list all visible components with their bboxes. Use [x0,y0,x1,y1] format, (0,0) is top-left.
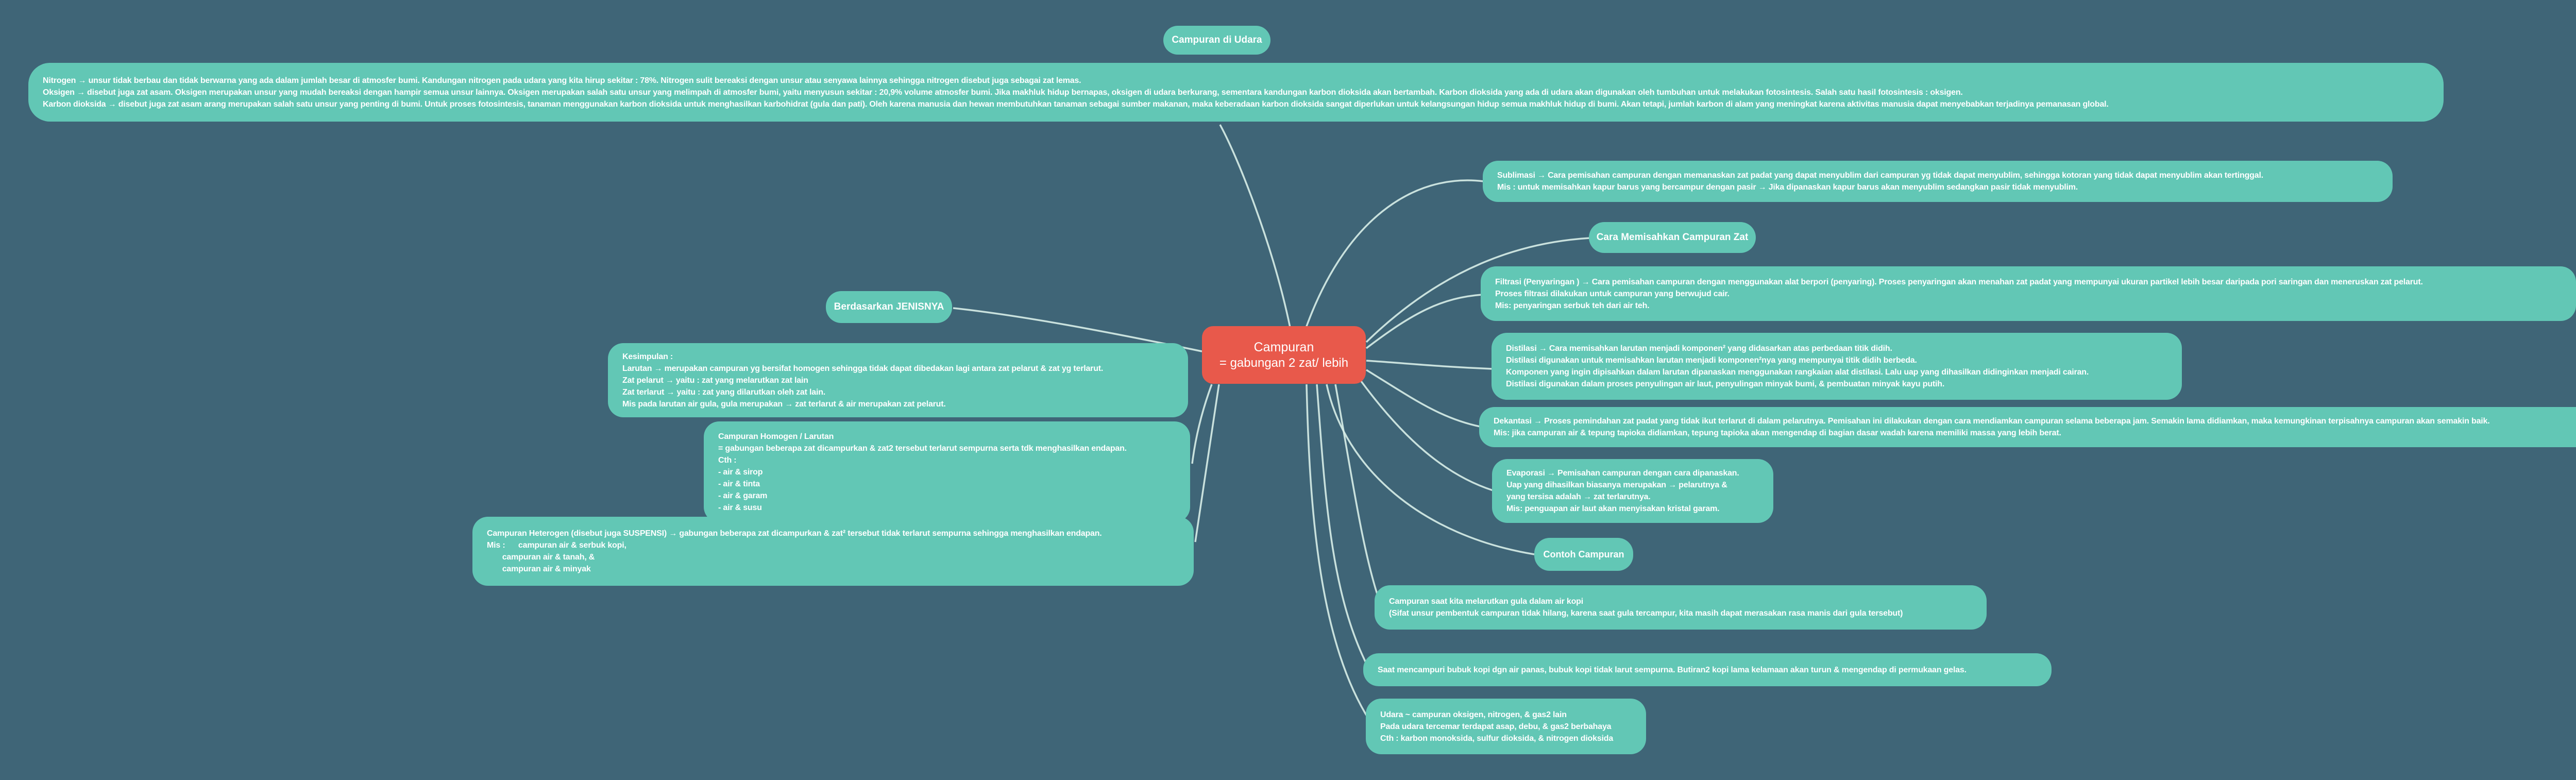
node-text: - air & tinta [718,479,760,488]
node-contoh-bubuk-kopi[interactable]: Saat mencampuri bubuk kopi dgn air panas… [1363,653,2052,686]
node-text: Mis : untuk memisahkan kapur barus yang … [1497,183,2078,192]
node-evaporasi[interactable]: Evaporasi → Pemisahan campuran dengan ca… [1492,459,1773,523]
node-text: Sublimasi → Cara pemisahan campuran deng… [1497,171,2263,180]
node-text: Mis : campuran air & serbuk kopi, [487,541,626,550]
node-text: Distilasi digunakan untuk memisahkan lar… [1506,356,1917,365]
node-text: Campuran saat kita melarutkan gula dalam… [1389,597,1583,606]
node-filtrasi[interactable]: Filtrasi (Penyaringan ) → Cara pemisahan… [1481,266,2576,321]
node-text: Distilasi → Cara memisahkan larutan menj… [1506,344,1892,353]
node-text: campuran air & tanah, & [487,553,595,562]
node-text: yang tersisa adalah → zat terlarutnya. [1506,493,1651,501]
node-text: - air & garam [718,491,768,500]
node-text: Nitrogen → unsur tidak berbau dan tidak … [43,76,1081,85]
branch-label-berdasarkan-jenisnya[interactable]: Berdasarkan JENISNYA [826,291,952,323]
node-text: Zat pelarut → yaitu : zat yang melarutka… [622,376,808,385]
node-contoh-gula-kopi[interactable]: Campuran saat kita melarutkan gula dalam… [1375,585,1987,630]
node-text: Filtrasi (Penyaringan ) → Cara pemisahan… [1495,277,2423,286]
node-text: Mis: penguapan air laut akan menyisakan … [1506,504,1720,513]
node-text: Saat mencampuri bubuk kopi dgn air panas… [1378,665,1967,674]
branch-label-campuran-di-udara[interactable]: Campuran di Udara [1163,26,1270,55]
node-text: = gabungan beberapa zat dicampurkan & za… [718,444,1127,453]
node-text: Campuran Homogen / Larutan [718,432,834,441]
node-text: Dekantasi → Proses pemindahan zat padat … [1494,417,2490,426]
node-text: Distilasi digunakan dalam proses penyuli… [1506,380,1945,388]
node-text: Oksigen → disebut juga zat asam. Oksigen… [43,88,1963,97]
node-text: Campuran Heterogen (disebut juga SUSPENS… [487,529,1102,538]
branch-label-contoh-campuran[interactable]: Contoh Campuran [1534,538,1633,571]
center-subtitle: = gabungan 2 zat/ lebih [1219,356,1349,370]
node-text: Proses filtrasi dilakukan untuk campuran… [1495,289,1730,298]
node-text: Komponen yang ingin dipisahkan dalam lar… [1506,368,2089,377]
node-text: Zat terlarut → yaitu : zat yang dilarutk… [622,387,826,397]
node-campuran-homogen[interactable]: Campuran Homogen / Larutan = gabungan be… [704,421,1190,522]
node-campuran-di-udara-detail[interactable]: Nitrogen → unsur tidak berbau dan tidak … [28,63,2444,122]
node-text: Pada udara tercemar terdapat asap, debu,… [1380,722,1612,731]
node-distilasi[interactable]: Distilasi → Cara memisahkan larutan menj… [1492,333,2182,400]
node-text: (Sifat unsur pembentuk campuran tidak hi… [1389,609,1903,618]
node-text: Uap yang dihasilkan biasanya merupakan →… [1506,481,1727,489]
center-node-campuran[interactable]: Campuran = gabungan 2 zat/ lebih [1202,326,1366,384]
center-title: Campuran [1253,340,1314,354]
node-text: campuran air & minyak [487,565,591,573]
node-sublimasi[interactable]: Sublimasi → Cara pemisahan campuran deng… [1483,161,2393,202]
node-text: Udara ~ campuran oksigen, nitrogen, & ga… [1380,710,1567,719]
node-kesimpulan[interactable]: Kesimpulan : Larutan → merupakan campura… [608,343,1188,417]
node-text: Cth : [718,455,737,465]
node-text: Mis pada larutan air gula, gula merupaka… [622,399,946,409]
node-campuran-heterogen[interactable]: Campuran Heterogen (disebut juga SUSPENS… [472,517,1194,586]
node-text: Kesimpulan : [622,352,673,361]
node-text: Karbon dioksida → disebut juga zat asam … [43,99,2109,109]
branch-label-cara-memisahkan[interactable]: Cara Memisahkan Campuran Zat [1589,222,1756,253]
node-text: Evaporasi → Pemisahan campuran dengan ca… [1506,469,1739,478]
node-dekantasi[interactable]: Dekantasi → Proses pemindahan zat padat … [1479,407,2576,447]
node-text: Mis: jika campuran air & tepung tapioka … [1494,429,2061,437]
node-text: - air & susu [718,503,762,512]
node-text: Mis: penyaringan serbuk teh dari air teh… [1495,301,1650,310]
node-text: - air & sirop [718,467,763,477]
node-contoh-udara[interactable]: Udara ~ campuran oksigen, nitrogen, & ga… [1366,699,1646,754]
node-text: Cth : karbon monoksida, sulfur dioksida,… [1380,734,1614,743]
node-text: Larutan → merupakan campuran yg bersifat… [622,364,1104,373]
